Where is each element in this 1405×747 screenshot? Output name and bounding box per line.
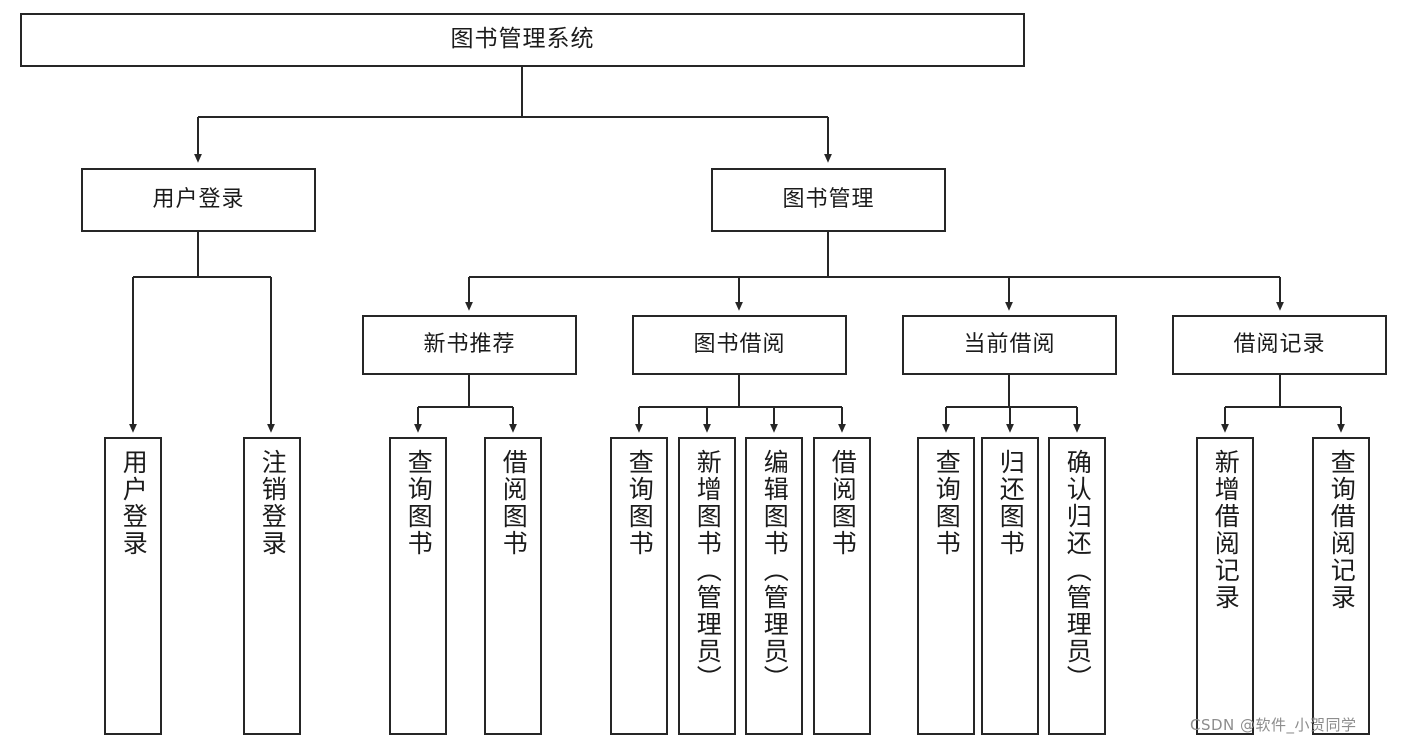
node-label: 当前借阅 bbox=[963, 331, 1056, 357]
leaf-query-book-borrow[interactable]: 查询图书 bbox=[610, 437, 668, 735]
node-book-management[interactable]: 图书管理 bbox=[711, 168, 946, 232]
node-label: 用户登录 bbox=[152, 186, 245, 212]
leaf-borrow-book-recommend[interactable]: 借阅图书 bbox=[484, 437, 542, 735]
leaf-borrow-book[interactable]: 借阅图书 bbox=[813, 437, 871, 735]
node-label: 查询图书 bbox=[404, 449, 434, 557]
node-label: 查询借阅记录 bbox=[1327, 449, 1357, 611]
leaf-logout[interactable]: 注销登录 bbox=[243, 437, 301, 735]
node-label: 新书推荐 bbox=[423, 331, 516, 357]
node-label: 新增借阅记录 bbox=[1211, 449, 1241, 611]
node-label: 借阅图书 bbox=[499, 449, 529, 557]
leaf-edit-book-admin[interactable]: 编辑图书（管理员） bbox=[745, 437, 803, 735]
node-label: 图书管理系统 bbox=[450, 26, 595, 53]
leaf-add-borrow-record[interactable]: 新增借阅记录 bbox=[1196, 437, 1254, 735]
leaf-confirm-return-admin[interactable]: 确认归还（管理员） bbox=[1048, 437, 1106, 735]
node-user-login[interactable]: 用户登录 bbox=[81, 168, 316, 232]
node-new-book-recommend[interactable]: 新书推荐 bbox=[362, 315, 577, 375]
node-label: 编辑图书（管理员） bbox=[760, 449, 790, 692]
node-root-book-management-system[interactable]: 图书管理系统 bbox=[20, 13, 1025, 67]
node-label: 归还图书 bbox=[996, 449, 1026, 557]
node-label: 借阅图书 bbox=[828, 449, 858, 557]
leaf-query-borrow-record[interactable]: 查询借阅记录 bbox=[1312, 437, 1370, 735]
leaf-query-book-recommend[interactable]: 查询图书 bbox=[389, 437, 447, 735]
leaf-query-book-current[interactable]: 查询图书 bbox=[917, 437, 975, 735]
leaf-add-book-admin[interactable]: 新增图书（管理员） bbox=[678, 437, 736, 735]
node-label: 新增图书（管理员） bbox=[693, 449, 723, 692]
node-label: 借阅记录 bbox=[1233, 331, 1326, 357]
node-label: 查询图书 bbox=[625, 449, 655, 557]
node-label: 图书管理 bbox=[782, 186, 875, 212]
node-borrow-record[interactable]: 借阅记录 bbox=[1172, 315, 1387, 375]
node-label: 确认归还（管理员） bbox=[1063, 449, 1093, 692]
leaf-user-login[interactable]: 用户登录 bbox=[104, 437, 162, 735]
node-label: 查询图书 bbox=[932, 449, 962, 557]
leaf-return-book[interactable]: 归还图书 bbox=[981, 437, 1039, 735]
node-label: 图书借阅 bbox=[693, 331, 786, 357]
node-label: 注销登录 bbox=[258, 449, 288, 557]
node-book-borrow[interactable]: 图书借阅 bbox=[632, 315, 847, 375]
node-current-borrow[interactable]: 当前借阅 bbox=[902, 315, 1117, 375]
node-label: 用户登录 bbox=[119, 449, 149, 557]
